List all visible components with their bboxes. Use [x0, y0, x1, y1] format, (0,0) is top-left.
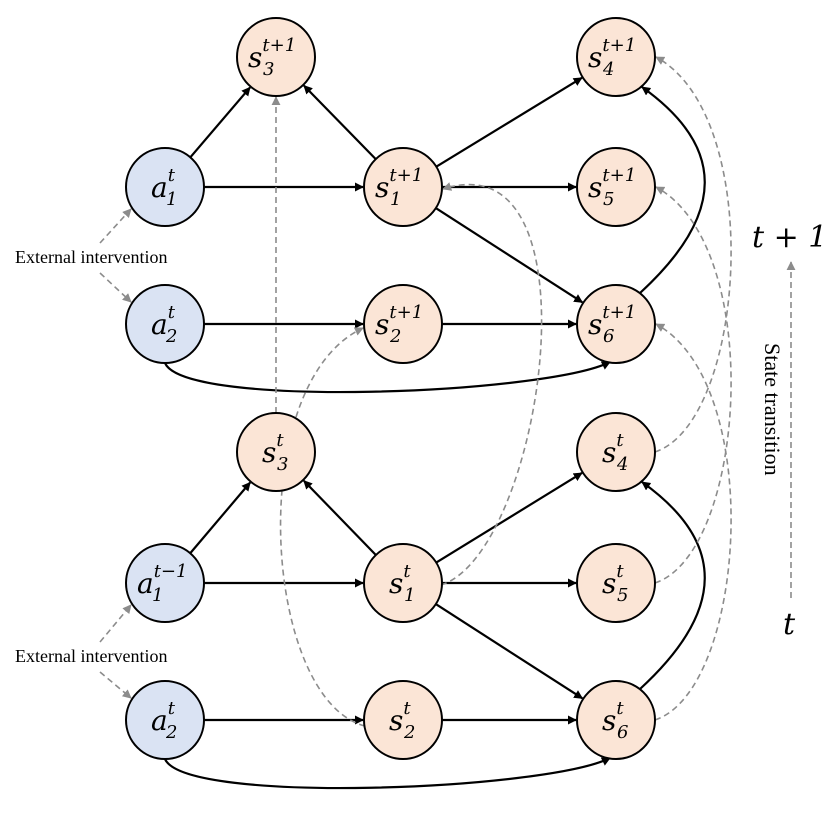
- intervention-arrow-a2_t_bottom: [99, 671, 132, 699]
- node-a2_t_bottom: at2: [125, 680, 205, 760]
- time-label-next: t + 1: [752, 220, 827, 255]
- edge-s1_next-to-s6_next: [435, 207, 584, 304]
- time-label-current: t: [783, 607, 796, 642]
- edge-s6_t-to-s4_t: [639, 481, 706, 690]
- intervention-arrow-a1_prev: [99, 604, 132, 643]
- edge-s1_next-to-s3_next: [303, 84, 377, 160]
- node-subscript-s5_next: 5: [603, 189, 614, 210]
- node-circle-s1_t: [363, 543, 443, 623]
- node-a2_t_top: at2: [125, 284, 205, 364]
- node-subscript-a1_prev: 1: [152, 585, 163, 606]
- node-s4_next: st+14: [576, 17, 656, 97]
- node-s5_t: st5: [576, 543, 656, 623]
- node-circle-s4_next: [576, 17, 656, 97]
- node-subscript-s5_t: 5: [617, 585, 628, 606]
- node-circle-a1_t: [125, 147, 205, 227]
- intervention-arrow-a1_t: [99, 208, 132, 244]
- node-subscript-a1_t: 1: [166, 189, 177, 210]
- node-s1_next: st+11: [363, 147, 443, 227]
- intervention-arrow-a2_t_top: [99, 272, 132, 303]
- node-subscript-s3_t: 3: [277, 454, 288, 475]
- transition-s2_t-to-s2_next: [279, 327, 366, 727]
- intervention-label-bottom: External intervention: [15, 646, 167, 666]
- node-s1_t: st1: [363, 543, 443, 623]
- edge-a1_t-to-s3_next: [189, 86, 251, 159]
- node-subscript-a2_t_top: 2: [165, 326, 177, 347]
- node-s3_next: st+13: [236, 17, 316, 97]
- node-subscript-s1_next: 1: [390, 189, 401, 210]
- intervention-group-top: External intervention: [15, 208, 167, 303]
- node-s2_next: st+12: [363, 284, 443, 364]
- node-subscript-s6_t: 6: [617, 722, 628, 743]
- edge-a2_t_bottom-to-s6_t: [163, 757, 611, 790]
- time-axis: t + 1 t State transition: [752, 220, 827, 642]
- node-s3_t: st3: [236, 412, 316, 492]
- node-subscript-s3_next: 3: [263, 59, 274, 80]
- intervention-label-top: External intervention: [15, 247, 167, 267]
- node-subscript-s4_t: 4: [616, 454, 628, 475]
- node-subscript-s2_next: 2: [389, 326, 401, 347]
- transition-s5_t-to-s5_next: [654, 186, 732, 584]
- node-circle-s2_next: [363, 284, 443, 364]
- node-circle-a2_t_bottom: [125, 680, 205, 760]
- time-axis-caption: State transition: [760, 343, 785, 476]
- node-circle-s6_t: [576, 680, 656, 760]
- node-circle-s6_next: [576, 284, 656, 364]
- node-subscript-s2_t: 2: [403, 722, 415, 743]
- node-s5_next: st+15: [576, 147, 656, 227]
- edge-a1_prev-to-s3_t: [189, 481, 251, 554]
- node-circle-s1_next: [363, 147, 443, 227]
- node-label-s5_next: st+1: [588, 165, 636, 204]
- node-a1_prev: at−11: [125, 543, 205, 623]
- transition-s4_t-to-s4_next: [654, 56, 732, 453]
- node-s2_t: st2: [363, 680, 443, 760]
- node-subscript-a2_t_bottom: 2: [165, 722, 177, 743]
- node-circle-s4_t: [576, 412, 656, 492]
- node-circle-a1_prev: [125, 543, 205, 623]
- edge-s1_t-to-s4_t: [435, 472, 583, 564]
- node-circle-s5_next: [576, 147, 656, 227]
- edge-s6_next-to-s4_next: [639, 86, 706, 294]
- node-circle-a2_t_top: [125, 284, 205, 364]
- node-s6_next: st+16: [576, 284, 656, 364]
- edge-s1_next-to-s4_next: [435, 76, 583, 168]
- edge-a2_t_top-to-s6_next: [163, 361, 611, 394]
- node-circle-s3_t: [236, 412, 316, 492]
- node-circle-s5_t: [576, 543, 656, 623]
- node-s4_t: st4: [576, 412, 656, 492]
- intervention-group-bottom: External intervention: [15, 604, 167, 699]
- transition-s6_t-to-s6_next: [654, 323, 732, 721]
- edge-s1_t-to-s6_t: [435, 603, 584, 700]
- node-a1_t: at1: [125, 147, 205, 227]
- edge-s1_t-to-s3_t: [303, 479, 377, 556]
- node-s6_t: st6: [576, 680, 656, 760]
- transition-s1_t-to-s1_next: [440, 182, 543, 586]
- node-subscript-s6_next: 6: [603, 326, 614, 347]
- node-subscript-s4_next: 4: [602, 59, 614, 80]
- node-circle-s3_next: [236, 17, 316, 97]
- node-circle-s2_t: [363, 680, 443, 760]
- node-subscript-s1_t: 1: [404, 585, 415, 606]
